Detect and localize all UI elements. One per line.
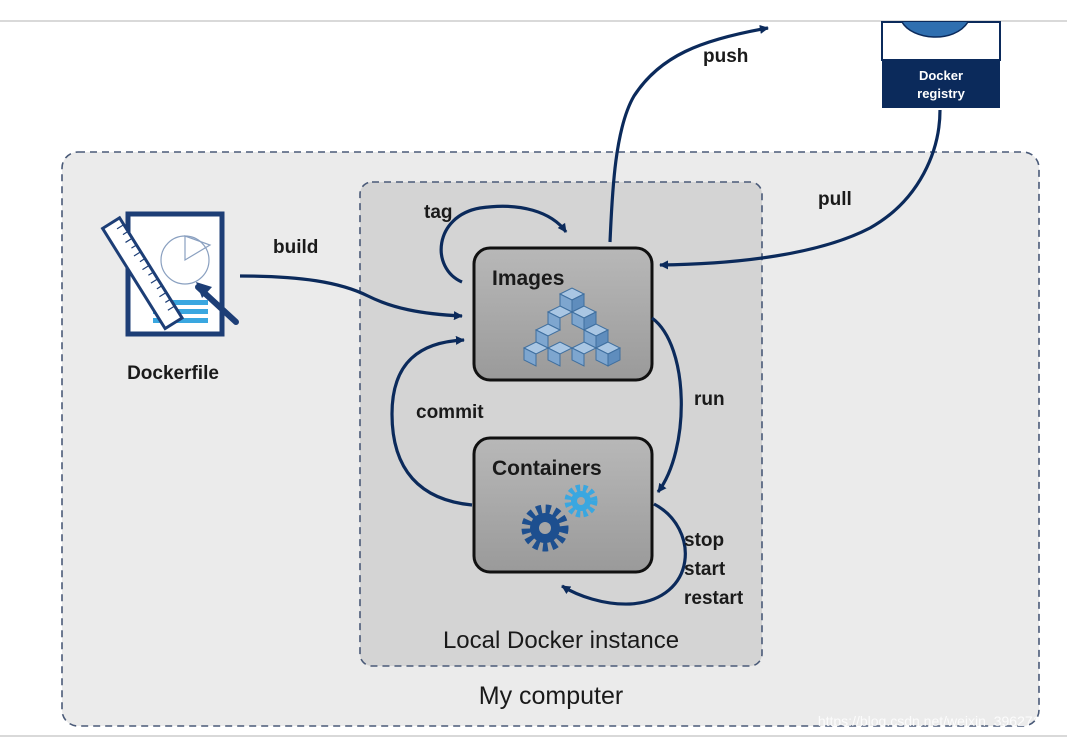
containers-node: Containers xyxy=(472,436,654,574)
watermark: https://blog.csdn.net/weixin_39627145 xyxy=(818,713,1056,729)
containers-label: Containers xyxy=(492,457,602,480)
stop-start-restart-arrow xyxy=(561,502,687,606)
commit-label: commit xyxy=(416,402,484,423)
bottom-divider xyxy=(0,735,1067,737)
local-docker-instance-box xyxy=(359,181,763,667)
dockerfile-label: Dockerfile xyxy=(127,363,219,384)
dockerfile-document-icon xyxy=(100,211,239,337)
docker-registry-node: Docker registry xyxy=(881,21,1001,108)
registry-label-line2: registry xyxy=(917,86,965,101)
images-label: Images xyxy=(492,267,564,290)
run-label: run xyxy=(694,389,725,410)
push-arrow xyxy=(608,24,769,243)
restart-label: restart xyxy=(684,588,744,609)
local-docker-instance-label: Local Docker instance xyxy=(443,627,679,654)
start-label: start xyxy=(684,559,726,580)
build-label: build xyxy=(273,237,318,258)
pull-label: pull xyxy=(818,189,852,210)
image-cubes-icon xyxy=(522,287,622,367)
run-arrow xyxy=(651,316,683,493)
build-arrow xyxy=(239,274,463,321)
stop-label: stop xyxy=(684,530,724,551)
images-node: Images xyxy=(472,246,654,382)
dockerfile-node: Dockerfile xyxy=(100,211,239,384)
gears-icon xyxy=(521,484,598,552)
tag-label: tag xyxy=(424,202,453,223)
commit-arrow xyxy=(390,335,473,507)
my-computer-label: My computer xyxy=(479,682,623,710)
top-divider xyxy=(0,20,1067,22)
pull-arrow xyxy=(659,109,942,270)
registry-label-line1: Docker xyxy=(919,68,963,83)
tag-arrow xyxy=(439,204,568,284)
push-label: push xyxy=(703,46,748,67)
